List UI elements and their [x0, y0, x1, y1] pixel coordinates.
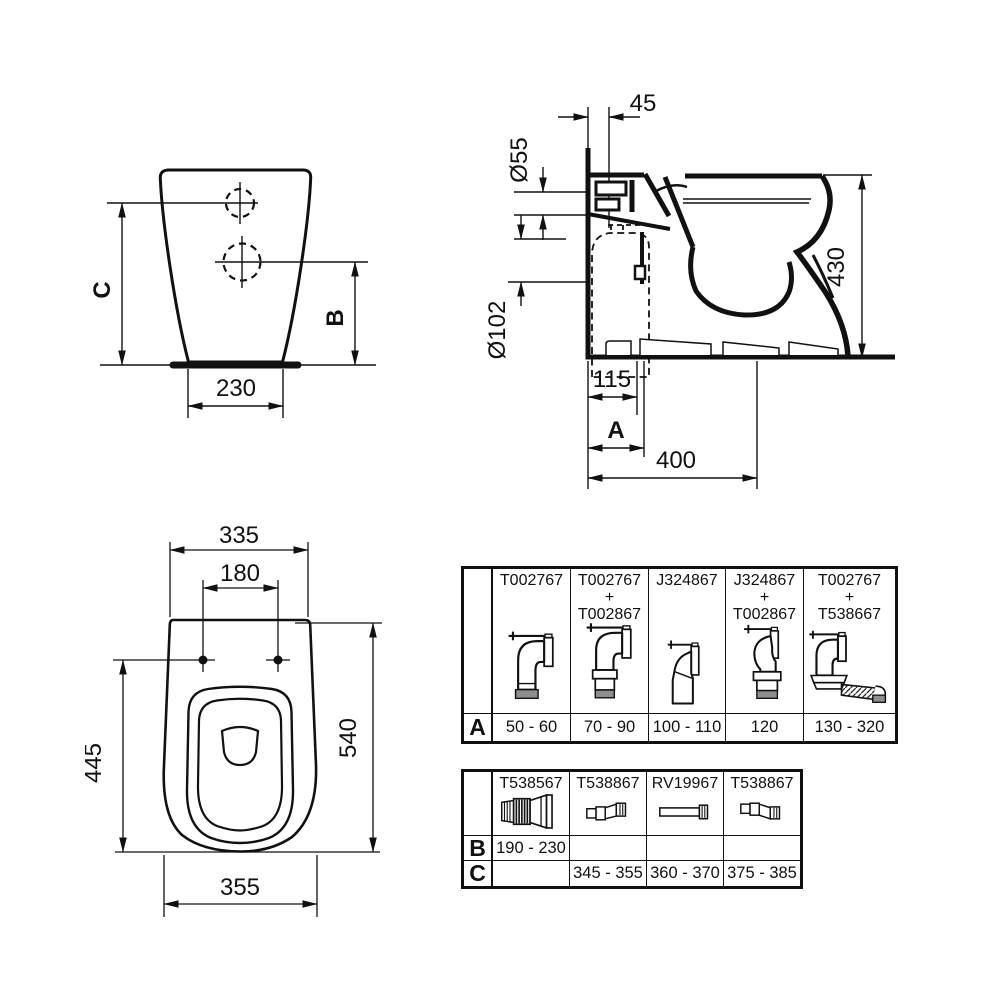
range-value: 190 - 230: [493, 836, 570, 861]
part-cell: J324867 + T002867: [726, 569, 804, 714]
dim-label-height: 430: [823, 247, 850, 287]
offset-adapter-down-icon: [739, 800, 785, 823]
part-number: T538867: [576, 775, 640, 792]
dim-label-outlet-diameter: Ø102: [484, 301, 511, 360]
pan-side-outline: [792, 174, 851, 357]
range-value: 50 - 60: [493, 714, 571, 741]
range-value: 70 - 90: [571, 714, 649, 741]
dim-label-floor-depth: 400: [656, 447, 696, 474]
offset-connector-icon: [666, 636, 708, 708]
part-cell: T002767: [493, 569, 571, 714]
range-value: 120: [726, 714, 804, 741]
dim-label-base-width: 230: [216, 375, 256, 402]
dim-label-outlet-distance: 115: [593, 366, 631, 393]
part-number: T002767 + T538667: [817, 572, 882, 623]
part-number: J324867: [656, 572, 718, 589]
front-view-drawing: C B 230: [89, 168, 376, 418]
water-spot: [220, 725, 260, 767]
elbow-outlet-icon: [506, 628, 558, 708]
part-cell: T002767 + T538667: [804, 569, 895, 714]
range-value: 345 - 355: [570, 861, 647, 886]
part-number: T538567: [499, 775, 563, 792]
part-cell: T002767 + T002867: [571, 569, 649, 714]
range-value: 130 - 320: [814, 718, 885, 736]
part-cell: T538567: [493, 772, 570, 836]
offset-adapter-up-icon: [585, 800, 631, 823]
dim-label-wall-offset: 45: [630, 90, 657, 117]
range-value: [570, 836, 647, 861]
range-value: [647, 836, 724, 861]
side-view-drawing: 45 Ø55 Ø102: [484, 90, 895, 489]
dim-label-bottom-width: 355: [220, 874, 260, 901]
elbow-outlet-extension-icon: [584, 620, 636, 708]
part-number: J324867 + T002867: [732, 572, 797, 623]
range-value: 375 - 385: [727, 864, 797, 882]
row-label-c: C: [464, 861, 493, 886]
dim-label-b: B: [322, 309, 349, 326]
straight-pipe-icon: [658, 802, 712, 821]
dim-label-top-width: 335: [219, 522, 259, 549]
range-value: 360 - 370: [647, 861, 724, 886]
range-value: [724, 836, 800, 861]
elbow-flex-hose-icon: [807, 629, 893, 705]
pan-rear-outline: [158, 168, 313, 364]
trapway-dashed-outline: [591, 232, 650, 378]
outlet-connector-table-a: T002767 T002767 + T002867 J324867 J32486…: [461, 566, 898, 744]
dim-label-hole-spacing: 180: [220, 560, 260, 587]
part-number: T002767: [499, 572, 564, 589]
bowl-curve: [688, 246, 794, 318]
part-cell: J324867: [649, 569, 726, 714]
top-view-drawing: 335 180 445 540 355: [85, 522, 382, 917]
row-label-a: A: [464, 714, 493, 741]
row-label-b: B: [464, 836, 493, 861]
range-value: 100 - 110: [649, 714, 726, 741]
dim-label-a: A: [607, 417, 624, 444]
part-cell: T538867: [570, 772, 647, 836]
offset-connector-extension-icon: [741, 622, 788, 708]
connector-table-bc: T538567 T538867 RV19967 T538867 B 190 - …: [461, 769, 803, 889]
part-number: T538867: [730, 775, 794, 792]
dim-label-overall-depth: 540: [335, 718, 362, 758]
table-a-corner-cell: [464, 569, 493, 714]
table-bc-corner-cell: [464, 772, 493, 836]
dim-label-flush-diameter: Ø55: [506, 137, 533, 182]
flex-coupling-icon: [499, 793, 563, 830]
part-number: RV19967: [651, 775, 719, 792]
part-cell: RV19967: [647, 772, 724, 836]
dim-label-c: C: [89, 281, 116, 298]
part-cell: T538867: [724, 772, 800, 836]
dim-label-left-depth: 445: [85, 743, 107, 783]
part-number: T002767 + T002867: [577, 572, 642, 623]
range-value: [493, 861, 570, 886]
